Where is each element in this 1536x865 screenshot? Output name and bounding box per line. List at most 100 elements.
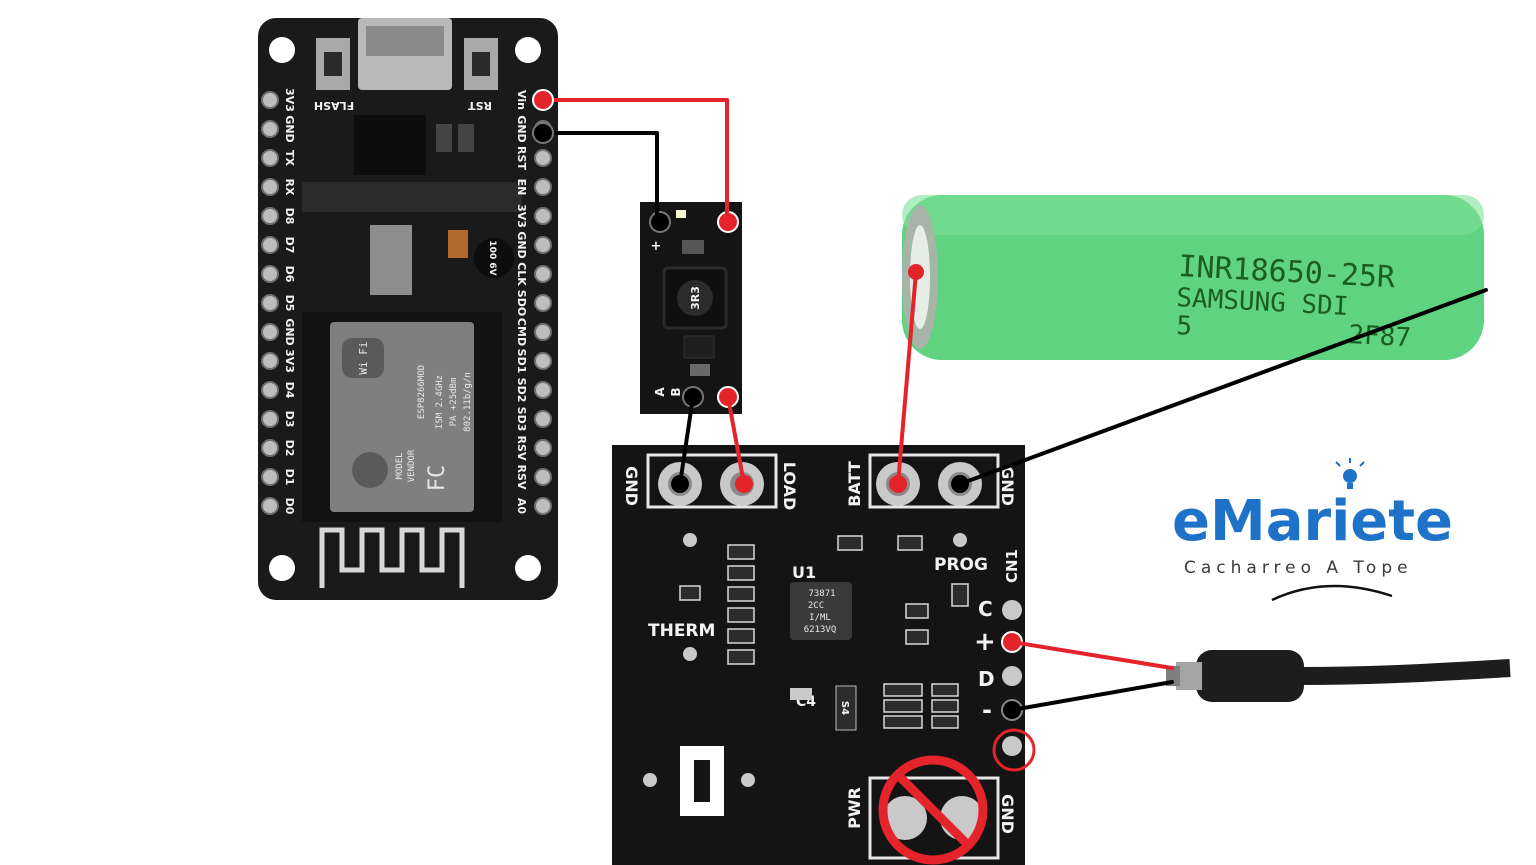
wires xyxy=(532,89,1488,712)
esp8266-module: Wi Fi ESP8266MOD ISM 2.4GHz PA +25dBm 80… xyxy=(302,312,502,522)
logo-tagline: Cacharreo A Tope xyxy=(1184,558,1413,578)
fcc-logo: FC xyxy=(425,465,450,492)
left-pin-label: D7 xyxy=(283,237,296,254)
label-plus: + xyxy=(974,627,996,657)
right-pin-hole xyxy=(534,381,552,399)
boost-pin-b: B xyxy=(669,387,683,396)
left-pin-label: GND xyxy=(283,115,296,142)
left-pin-hole xyxy=(261,149,279,167)
rst-label: RST xyxy=(468,99,492,112)
emariete-logo: eMariete Cacharreo A Tope xyxy=(1172,458,1453,602)
micro-usb-cable xyxy=(1166,650,1511,702)
left-pin-label: D5 xyxy=(283,295,296,312)
wire-usb-plus xyxy=(1010,640,1174,670)
wifi-logo xyxy=(342,338,384,378)
right-pin-label: RSV xyxy=(515,465,528,490)
left-pin-hole xyxy=(261,207,279,225)
label-u1: U1 xyxy=(792,563,816,582)
right-pin-hole xyxy=(534,497,552,515)
right-pin-label: GND xyxy=(515,115,528,142)
left-pin-hole xyxy=(261,352,279,370)
boost-in-minus-pad xyxy=(649,211,671,233)
left-pin-hole xyxy=(261,178,279,196)
cn1-extra-pad xyxy=(1002,736,1022,756)
left-pin-hole xyxy=(261,91,279,109)
right-pin-label: SD1 xyxy=(515,349,528,374)
label-batt: BATT xyxy=(845,461,864,507)
nodemcu-board: FLASH RST 100 6V Wi Fi ESP8266MOD ISM 2.… xyxy=(258,18,558,600)
chip-line-2: 2CC xyxy=(808,601,824,611)
label-cn1: CN1 xyxy=(1003,549,1021,583)
wire-usb-minus xyxy=(1010,680,1174,712)
cap-label: 100 6V xyxy=(487,240,497,275)
right-pin-hole xyxy=(534,207,552,225)
module-vendor-1: MODEL xyxy=(395,452,405,479)
logo-brand: eMariete xyxy=(1172,489,1453,554)
label-d: D xyxy=(978,667,995,691)
right-pin-label: 3V3 xyxy=(515,204,528,228)
right-pin-hole xyxy=(534,323,552,341)
logo-swoosh xyxy=(1271,584,1393,602)
left-pin-label: D1 xyxy=(283,469,296,486)
battery-18650: INR18650-25R SAMSUNG SDI 5 2F87 xyxy=(902,195,1484,360)
label-therm: THERM xyxy=(648,621,715,641)
left-pin-label: D4 xyxy=(283,382,296,399)
left-pin-label: GND xyxy=(283,318,296,345)
left-pin-hole xyxy=(261,439,279,457)
charger-ic xyxy=(790,582,852,640)
right-pin-label: SD2 xyxy=(515,378,528,403)
right-pin-hole xyxy=(534,178,552,196)
right-pin-hole xyxy=(534,352,552,370)
left-pin-hole xyxy=(261,120,279,138)
inductor-label: 3R3 xyxy=(689,286,702,310)
right-pin-label: SD3 xyxy=(515,407,528,432)
left-pin-hole xyxy=(261,410,279,428)
wire-boost-to-load xyxy=(726,395,746,486)
label-s4: S4 xyxy=(839,701,850,715)
label-pwr: PWR xyxy=(845,787,864,829)
left-pin-label: 3V3 xyxy=(283,88,296,112)
label-gnd-right: GND xyxy=(998,466,1017,506)
boost-plus: + xyxy=(651,239,662,254)
usb-uart-chip xyxy=(354,115,426,175)
module-spec-2: PA +25dBm xyxy=(449,378,459,427)
chip-line-3: I/ML xyxy=(809,613,831,623)
right-pin-label: EN xyxy=(515,179,528,196)
left-pin-label: D3 xyxy=(283,411,296,428)
wire-batt-minus xyxy=(958,288,1488,486)
resistor-array xyxy=(679,535,969,729)
label-gnd-bottom: GND xyxy=(998,794,1017,834)
wire-gnd-to-boost xyxy=(541,131,659,224)
pwr-terminal-pad xyxy=(883,796,927,840)
right-pin-label: GND xyxy=(515,231,528,258)
right-pin-label: A0 xyxy=(515,498,528,515)
right-pin-label: CLK xyxy=(515,262,528,286)
left-pin-label: 3V3 xyxy=(283,349,296,373)
label-minus: - xyxy=(982,696,992,724)
module-vendor-2: VENDOR xyxy=(407,449,417,482)
label-gnd-top: GND xyxy=(622,466,641,506)
module-spec-1: ISM 2.4GHz xyxy=(435,375,445,429)
right-pin-label: CMD xyxy=(515,318,528,346)
right-pin-hole xyxy=(534,439,552,457)
wifi-logo-text: Wi Fi xyxy=(357,341,370,374)
voltage-regulator xyxy=(370,225,412,295)
right-pin-hole xyxy=(534,265,552,283)
espressif-logo xyxy=(352,452,388,488)
right-pin-hole xyxy=(534,468,552,486)
lightbulb-icon xyxy=(1335,458,1365,489)
right-pin-hole xyxy=(534,410,552,428)
left-pin-label: TX xyxy=(283,150,296,167)
left-pin-label: D0 xyxy=(283,498,296,515)
left-pin-hole xyxy=(261,468,279,486)
wire-batt-plus xyxy=(896,270,918,486)
label-prog: PROG xyxy=(934,555,988,575)
left-pin-hole xyxy=(261,265,279,283)
cn1-c-pad xyxy=(1002,600,1022,620)
boost-pin-a: A xyxy=(653,387,667,397)
label-load: LOAD xyxy=(780,462,799,510)
left-pin-label: D2 xyxy=(283,440,296,457)
left-pin-hole xyxy=(261,381,279,399)
left-pin-hole xyxy=(261,323,279,341)
label-c: C xyxy=(978,597,993,621)
